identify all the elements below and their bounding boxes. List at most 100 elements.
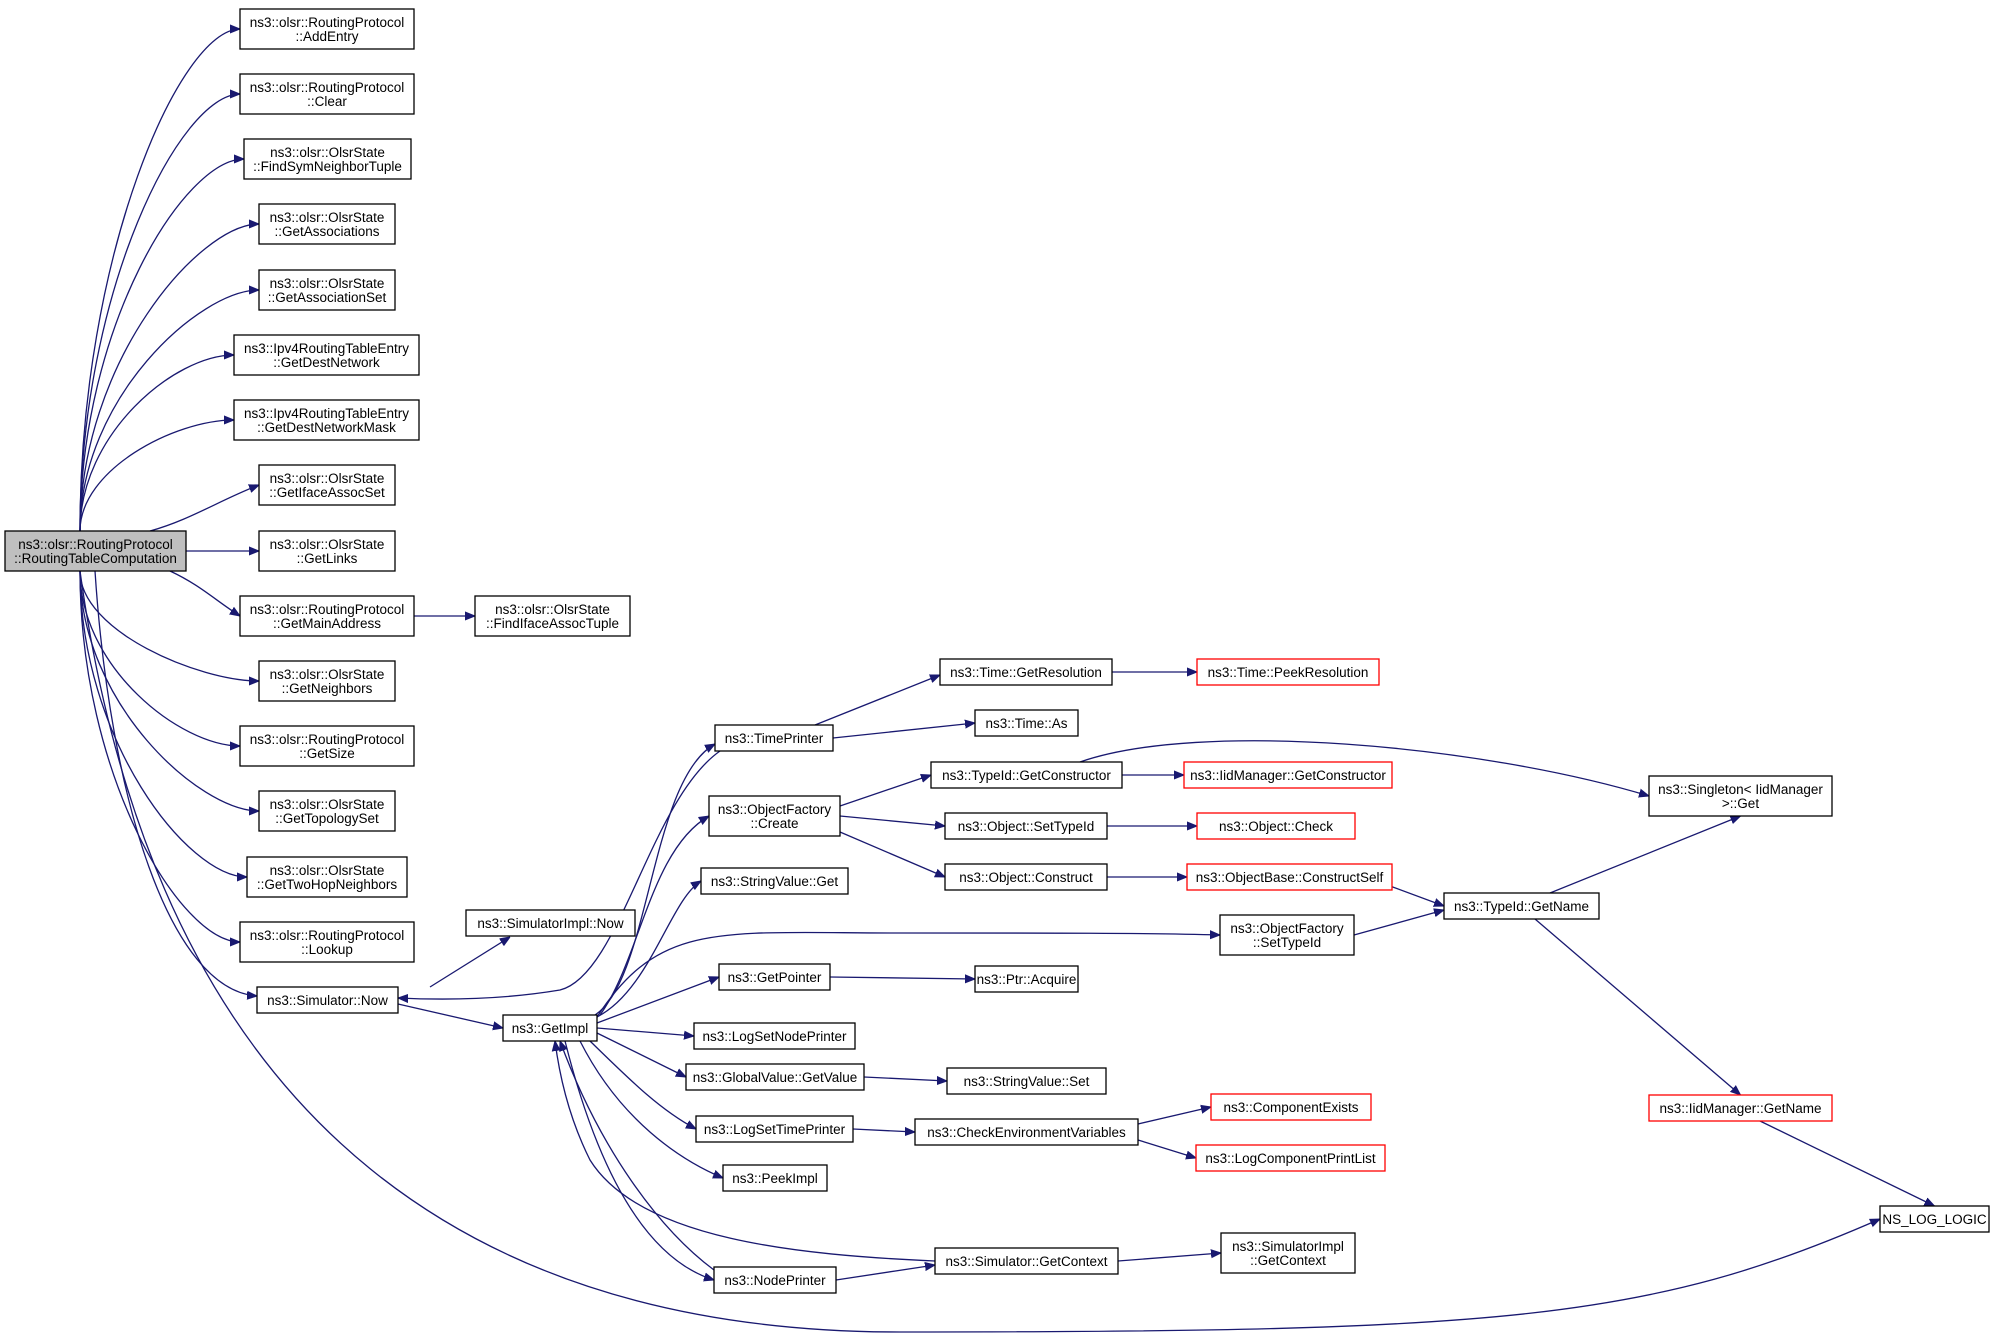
node-box-getneighbors: [258, 660, 396, 702]
node-singleton[interactable]: ns3::Singleton< IidManager >::Get: [1648, 775, 1833, 817]
node-checkenv[interactable]: ns3::CheckEnvironmentVariables: [914, 1118, 1139, 1146]
node-simimplnow[interactable]: ns3::SimulatorImpl::Now: [465, 909, 636, 937]
edge-getimpl-to-logsettime: [589, 1040, 696, 1129]
node-gettwohop[interactable]: ns3::olsr::OlsrState::GetTwoHopNeighbors: [246, 856, 408, 898]
node-peekres[interactable]: ns3::Time::PeekResolution: [1196, 658, 1380, 686]
edge-getimpl-to-strvalget: [596, 881, 701, 1018]
node-peekimpl[interactable]: ns3::PeekImpl: [722, 1164, 828, 1192]
node-getdestmask[interactable]: ns3::Ipv4RoutingTableEntry::GetDestNetwo…: [233, 399, 420, 441]
node-label-getdestnet-line-1: ::GetDestNetwork: [273, 355, 380, 370]
node-label-checkenv-line-0: ns3::CheckEnvironmentVariables: [927, 1125, 1126, 1140]
node-logsettime[interactable]: ns3::LogSetTimePrinter: [695, 1115, 854, 1143]
node-strvalset[interactable]: ns3::StringValue::Set: [946, 1067, 1107, 1095]
node-strvalget[interactable]: ns3::StringValue::Get: [700, 867, 849, 895]
edge-root-to-gettwohop: [79, 570, 247, 877]
node-getctor[interactable]: ns3::TypeId::GetConstructor: [930, 761, 1123, 789]
edge-getimpl-to-nodeprinter: [564, 1040, 714, 1280]
node-getlinks[interactable]: ns3::olsr::OlsrState::GetLinks: [258, 530, 396, 572]
edge-line-getctor-to-singleton: [1079, 740, 1649, 796]
nodes-layer: ns3::olsr::RoutingProtocol::RoutingTable…: [4, 8, 1990, 1294]
node-constructself[interactable]: ns3::ObjectBase::ConstructSelf: [1186, 863, 1393, 891]
edge-simnow-to-simimplnow: [429, 937, 510, 988]
node-addentry[interactable]: ns3::olsr::RoutingProtocol::AddEntry: [239, 8, 415, 50]
node-objconstruct[interactable]: ns3::Object::Construct: [944, 863, 1108, 891]
edge-getctor-to-singleton: [1079, 740, 1649, 796]
node-clear[interactable]: ns3::olsr::RoutingProtocol::Clear: [239, 73, 415, 115]
node-label-root-line-0: ns3::olsr::RoutingProtocol: [18, 537, 173, 552]
node-box-simgetctx: [934, 1247, 1119, 1275]
node-label-simnow-line-0: ns3::Simulator::Now: [267, 993, 388, 1008]
edge-checkenv-to-logcompprint: [1137, 1139, 1196, 1158]
node-label-getdestmask-line-1: ::GetDestNetworkMask: [257, 420, 396, 435]
node-label-typeidgetname-line-0: ns3::TypeId::GetName: [1454, 899, 1589, 914]
edge-line-getimpl-to-globalget: [596, 1032, 686, 1077]
node-logcompprint[interactable]: ns3::LogComponentPrintList: [1195, 1144, 1386, 1172]
node-box-peekres: [1196, 658, 1380, 686]
node-label-lookup-line-1: ::Lookup: [301, 942, 353, 957]
node-box-getsize: [239, 725, 415, 767]
node-getdestnet[interactable]: ns3::Ipv4RoutingTableEntry::GetDestNetwo…: [233, 334, 420, 376]
node-getpointer[interactable]: ns3::GetPointer: [718, 963, 831, 991]
node-logsetnode[interactable]: ns3::LogSetNodePrinter: [693, 1022, 856, 1050]
edge-line-root-to-getiface: [149, 485, 259, 532]
node-label-logsettime-line-0: ns3::LogSetTimePrinter: [704, 1122, 846, 1137]
node-nodeprinter[interactable]: ns3::NodePrinter: [713, 1266, 837, 1294]
edge-objfactcreate-to-objconstruct: [839, 831, 945, 878]
node-iidgetctor[interactable]: ns3::IidManager::GetConstructor: [1183, 761, 1393, 789]
node-timeprinter[interactable]: ns3::TimePrinter: [714, 724, 834, 752]
node-objfactcreate[interactable]: ns3::ObjectFactory::Create: [708, 795, 841, 837]
node-findiface[interactable]: ns3::olsr::OlsrState::FindIfaceAssocTupl…: [474, 595, 631, 637]
node-box-getiface: [258, 464, 396, 506]
node-gettopo[interactable]: ns3::olsr::OlsrState::GetTopologySet: [258, 790, 396, 832]
edge-line-root-to-getneighbors: [79, 570, 259, 681]
node-label-peekimpl-line-0: ns3::PeekImpl: [732, 1171, 818, 1186]
node-getiface[interactable]: ns3::olsr::OlsrState::GetIfaceAssocSet: [258, 464, 396, 506]
edge-nodeprinter-to-getimpl: [560, 1041, 715, 1271]
node-compexists[interactable]: ns3::ComponentExists: [1210, 1093, 1372, 1121]
edge-line-root-to-getdestmask: [79, 420, 234, 532]
node-iidgetname[interactable]: ns3::IidManager::GetName: [1648, 1094, 1833, 1122]
edge-line-simnow-to-getimpl: [397, 1003, 503, 1028]
node-box-gettopo: [258, 790, 396, 832]
node-getmain[interactable]: ns3::olsr::RoutingProtocol::GetMainAddre…: [239, 595, 415, 637]
edge-root-to-getneighbors: [79, 570, 259, 681]
node-getneighbors[interactable]: ns3::olsr::OlsrState::GetNeighbors: [258, 660, 396, 702]
node-box-logcompprint: [1195, 1144, 1386, 1172]
node-box-simimplctx: [1220, 1232, 1356, 1274]
edge-simgetctx-to-simimplctx: [1117, 1253, 1221, 1262]
edge-line-getimpl-to-strvalget: [596, 881, 701, 1018]
node-settypeid[interactable]: ns3::Object::SetTypeId: [944, 812, 1108, 840]
node-box-nodeprinter: [713, 1266, 837, 1294]
edge-root-to-getsize: [79, 570, 240, 746]
node-box-addentry: [239, 8, 415, 50]
node-label-gettopo-line-1: ::GetTopologySet: [275, 811, 379, 826]
edge-line-iidgetname-to-nslog: [1759, 1120, 1935, 1206]
node-objcheck[interactable]: ns3::Object::Check: [1196, 812, 1356, 840]
node-getassocset[interactable]: ns3::olsr::OlsrState::GetAssociationSet: [258, 269, 396, 311]
node-simgetctx[interactable]: ns3::Simulator::GetContext: [934, 1247, 1119, 1275]
node-timeas[interactable]: ns3::Time::As: [974, 709, 1079, 737]
edge-typeidgetname-to-iidgetname: [1534, 918, 1741, 1095]
edge-line-checkenv-to-compexists: [1137, 1107, 1211, 1125]
node-label-findsym-line-0: ns3::olsr::OlsrState: [270, 145, 385, 160]
node-nslog[interactable]: NS_LOG_LOGIC: [1879, 1205, 1990, 1233]
edge-line-root-to-lookup: [79, 570, 240, 942]
node-label-gettopo-line-0: ns3::olsr::OlsrState: [270, 797, 385, 812]
node-getsize[interactable]: ns3::olsr::RoutingProtocol::GetSize: [239, 725, 415, 767]
node-label-iidgetname-line-0: ns3::IidManager::GetName: [1659, 1101, 1821, 1116]
node-getres[interactable]: ns3::Time::GetResolution: [939, 658, 1113, 686]
node-root[interactable]: ns3::olsr::RoutingProtocol::RoutingTable…: [4, 530, 187, 572]
node-findsym[interactable]: ns3::olsr::OlsrState::FindSymNeighborTup…: [243, 138, 412, 180]
node-typeidgetname[interactable]: ns3::TypeId::GetName: [1443, 892, 1600, 920]
edge-line-objfactcreate-to-settypeid: [839, 815, 945, 826]
node-lookup[interactable]: ns3::olsr::RoutingProtocol::Lookup: [239, 921, 415, 963]
node-ptracquire[interactable]: ns3::Ptr::Acquire: [974, 965, 1079, 993]
node-globalget[interactable]: ns3::GlobalValue::GetValue: [685, 1063, 865, 1091]
node-getassoc[interactable]: ns3::olsr::OlsrState::GetAssociations: [258, 203, 396, 245]
node-ofsettypeid[interactable]: ns3::ObjectFactory::SetTypeId: [1219, 914, 1355, 956]
node-label-getassoc-line-1: ::GetAssociations: [274, 224, 379, 239]
edge-line-getimpl-to-objfactcreate: [599, 816, 709, 1016]
node-getimpl[interactable]: ns3::GetImpl: [502, 1014, 598, 1042]
node-simnow[interactable]: ns3::Simulator::Now: [256, 986, 399, 1014]
node-simimplctx[interactable]: ns3::SimulatorImpl::GetContext: [1220, 1232, 1356, 1274]
